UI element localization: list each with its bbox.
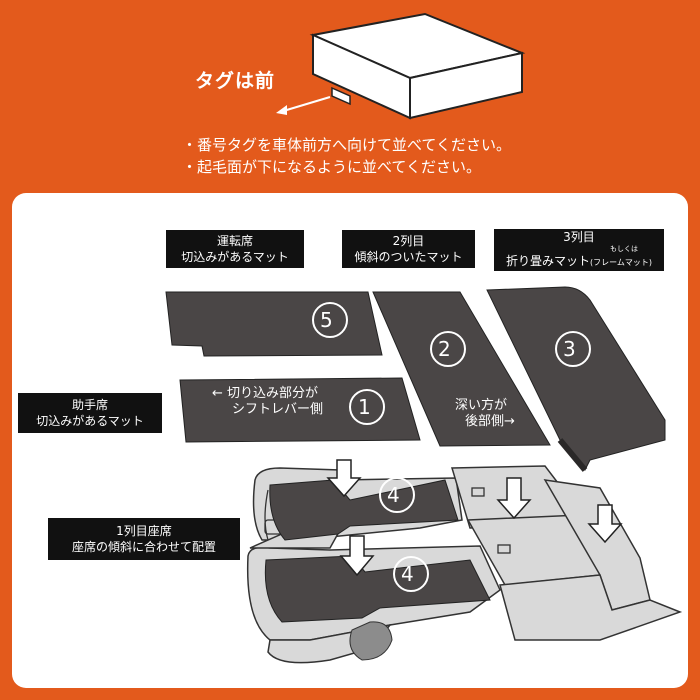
mat-2 bbox=[372, 291, 551, 447]
label-first-row-line2: 座席の傾斜に合わせて配置 bbox=[71, 540, 216, 554]
down-arrow-3 bbox=[496, 477, 532, 520]
label-driver-line2: 切込みがあるマット bbox=[181, 250, 289, 264]
tag-shape bbox=[331, 86, 351, 106]
mat-number-circles bbox=[312, 302, 591, 592]
label-second-row-line2: 傾斜のついたマット bbox=[354, 250, 463, 264]
label-second-row: 2列目 傾斜のついたマット bbox=[342, 230, 475, 268]
mat-4b-number: 4 bbox=[401, 562, 414, 586]
label-passenger-line2: 切込みがあるマット bbox=[36, 414, 144, 428]
label-first-row-seat: 1列目座席 座席の傾斜に合わせて配置 bbox=[48, 518, 240, 560]
down-arrow-2 bbox=[339, 535, 375, 577]
down-arrow-1 bbox=[326, 459, 362, 498]
label-third-row-line1: 3列目 bbox=[563, 230, 595, 244]
mat-4a-number: 4 bbox=[387, 483, 400, 507]
mat-3 bbox=[486, 286, 666, 471]
mat-2-number: 2 bbox=[438, 337, 451, 361]
down-arrow-4 bbox=[587, 504, 623, 544]
instruction-bullet-1: ・番号タグを車体前方へ向けて並べてください。 bbox=[182, 136, 511, 154]
label-driver-seat: 運転席 切込みがあるマット bbox=[166, 230, 304, 268]
mat-4b bbox=[264, 555, 491, 623]
tag-front-label: タグは前 bbox=[195, 70, 276, 92]
seat-buckle-2 bbox=[497, 544, 511, 554]
label-first-row-line1: 1列目座席 bbox=[116, 524, 172, 538]
circle-4b bbox=[393, 556, 429, 592]
mat-3-number: 3 bbox=[563, 337, 576, 361]
mat-4a bbox=[269, 479, 459, 541]
label-passenger-line1: 助手席 bbox=[71, 398, 108, 412]
seat-buckle-1 bbox=[471, 487, 485, 497]
label-third-row-line2: 折り畳みマット bbox=[505, 254, 590, 268]
label-driver-line1: 運転席 bbox=[216, 234, 253, 248]
circle-2 bbox=[430, 331, 466, 367]
instruction-bullet-2: ・起毛面が下になるように並べてください。 bbox=[182, 158, 481, 176]
mats bbox=[165, 286, 666, 623]
label-third-row-ruby: もしくは bbox=[610, 245, 638, 253]
label-third-row: 3列目 もしくは 折り畳みマット(フレームマット) bbox=[494, 229, 664, 271]
mat-2-note-line1: 深い方が bbox=[455, 398, 508, 413]
circle-3 bbox=[555, 331, 591, 367]
placement-arrows bbox=[326, 459, 623, 577]
mat-1-note-line2: シフトレバー側 bbox=[232, 402, 324, 417]
seat-edge-line bbox=[264, 489, 269, 541]
mat-5 bbox=[165, 291, 383, 357]
tag-pointer-line bbox=[279, 96, 331, 113]
mat-1-number: 1 bbox=[358, 395, 371, 419]
label-third-row-note: (フレームマット) bbox=[590, 258, 653, 267]
circle-4a bbox=[379, 477, 415, 513]
fold-edge-1 bbox=[557, 438, 588, 472]
mat-3-fold bbox=[557, 438, 588, 472]
label-passenger-seat: 助手席 切込みがあるマット bbox=[18, 393, 162, 433]
mat-1 bbox=[179, 377, 421, 443]
mat-1-note-line1: ← 切り込み部分が bbox=[212, 386, 319, 401]
box-side bbox=[409, 51, 523, 120]
rear-floor bbox=[499, 574, 683, 641]
mat-5-number: 5 bbox=[320, 308, 333, 332]
circle-1 bbox=[349, 389, 385, 425]
circle-5 bbox=[312, 302, 348, 338]
tag-pointer-arrowhead bbox=[276, 105, 287, 115]
mat-2-note-line2: 後部側→ bbox=[465, 414, 515, 429]
tag-box-illustration bbox=[276, 12, 526, 120]
label-second-row-line1: 2列目 bbox=[392, 234, 425, 248]
floor-shadow bbox=[349, 621, 393, 661]
